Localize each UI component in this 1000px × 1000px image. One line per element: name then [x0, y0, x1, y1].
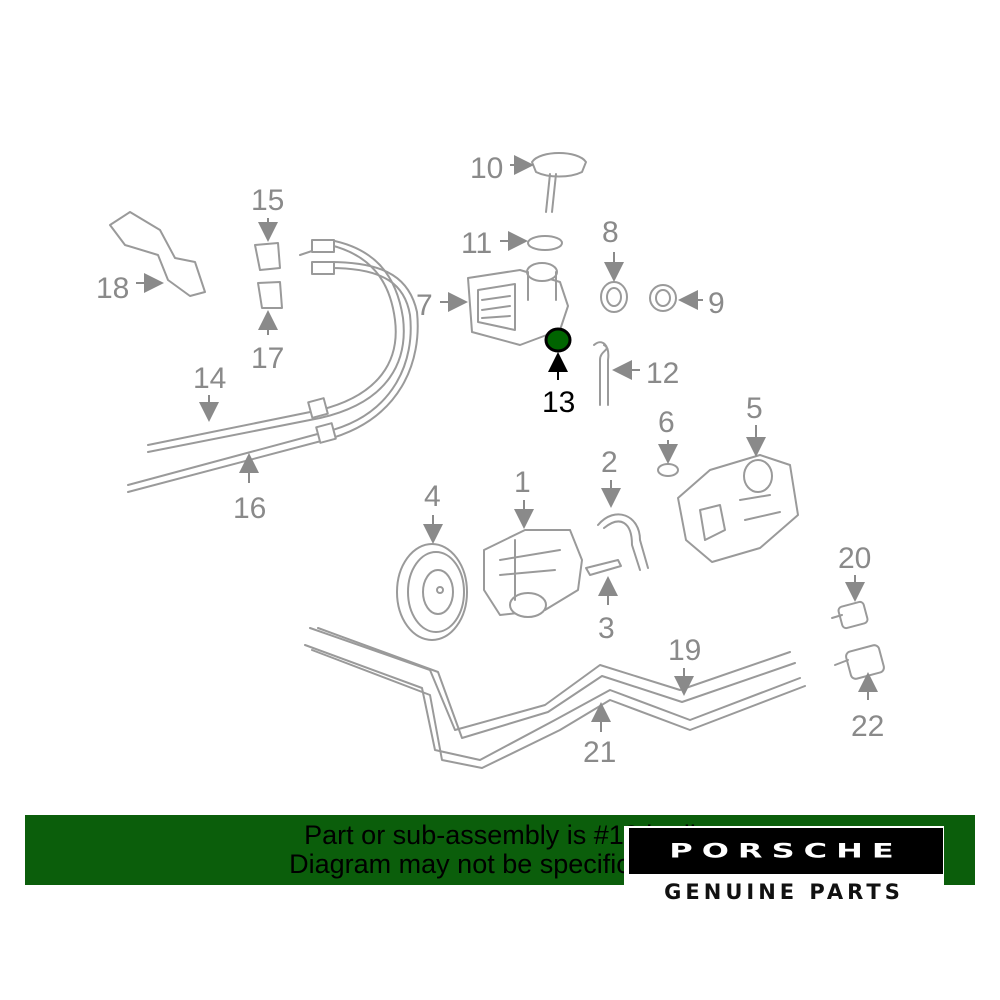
callout-14[interactable]: 14: [193, 362, 226, 395]
porsche-genuine-parts-logo: PORSCHE GENUINE PARTS: [624, 826, 944, 910]
callout-17[interactable]: 17: [251, 342, 284, 375]
callout-15[interactable]: 15: [251, 184, 284, 217]
callout-12[interactable]: 12: [646, 357, 679, 390]
callout-4[interactable]: 4: [424, 480, 441, 513]
callout-22[interactable]: 22: [851, 710, 884, 743]
part-17-clip: [257, 281, 283, 309]
part-10-reservoir-cap: [531, 152, 587, 213]
part-7-reservoir: [467, 262, 569, 346]
part-5-bracket: [677, 454, 799, 563]
part-6-seal: [657, 463, 679, 477]
logo-brand-word: PORSCHE: [669, 839, 903, 863]
callout-11[interactable]: 11: [461, 227, 492, 260]
callout-9[interactable]: 9: [708, 287, 725, 320]
part-15-clip: [254, 242, 281, 271]
callout-19[interactable]: 19: [668, 634, 701, 667]
callout-13[interactable]: 13: [542, 386, 575, 419]
callout-7[interactable]: 7: [416, 289, 433, 322]
callout-8[interactable]: 8: [602, 216, 619, 249]
part-1-pump: [483, 529, 583, 618]
logo-brand-bar: PORSCHE: [629, 828, 943, 874]
callout-arrows: [136, 155, 878, 732]
callout-5[interactable]: 5: [746, 392, 763, 425]
callout-21[interactable]: 21: [583, 736, 616, 769]
callout-labels: 10 11 7 8 9 13 12 6 5 2 1 4 3 15 17 18 1…: [96, 152, 884, 769]
callout-2[interactable]: 2: [601, 446, 618, 479]
part-2-line: [597, 513, 649, 571]
part-22-sensor: [834, 644, 885, 680]
part-11-o-ring: [527, 235, 563, 251]
part-13-highlighted: [544, 327, 572, 353]
callout-6[interactable]: 6: [658, 406, 675, 439]
part-20-sensor: [831, 600, 869, 630]
callout-18[interactable]: 18: [96, 272, 129, 305]
callout-20[interactable]: 20: [838, 542, 871, 575]
part-4-pulley: [396, 543, 468, 641]
part-3-line: [585, 559, 622, 576]
part-19-21-lines: [304, 627, 806, 769]
logo-tagline: GENUINE PARTS: [664, 880, 904, 904]
part-8-seal: [600, 281, 628, 313]
callout-3[interactable]: 3: [598, 612, 615, 645]
part-14-16-hoses: [127, 239, 419, 493]
callout-10[interactable]: 10: [470, 152, 503, 185]
part-18-bracket: [109, 211, 206, 297]
part-9-seal: [649, 284, 677, 312]
part-12-hose: [593, 341, 610, 406]
callout-1[interactable]: 1: [514, 466, 531, 499]
callout-16[interactable]: 16: [233, 492, 266, 525]
